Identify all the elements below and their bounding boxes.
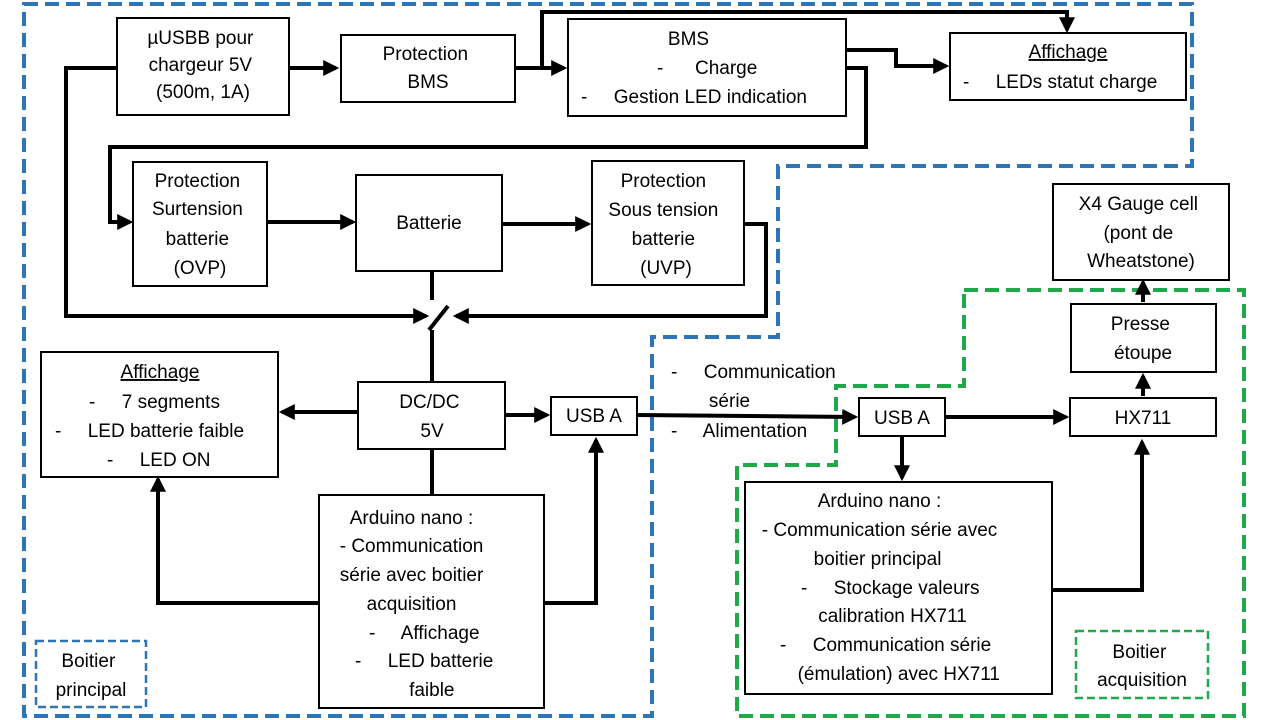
gauge-box: X4 Gauge cell (pont de Wheatstone) bbox=[1052, 183, 1230, 281]
boitier-acquisition-label-box: Boitier acquisition bbox=[1074, 629, 1210, 700]
affichage-top-box: Affichage - LEDs statut charge bbox=[0, 0, 1187, 101]
presse-box: Presse étoupe bbox=[1070, 303, 1217, 373]
usb-charger-box: µUSBB pour chargeur 5V (500m, 1A) bbox=[116, 17, 290, 116]
protection-bms-label: Protection BMS bbox=[383, 44, 474, 93]
arduino-right-label: Arduino nano : - Communication série ave… bbox=[762, 491, 1000, 685]
usb-charger-label: µUSBB pour chargeur 5V (500m, 1A) bbox=[147, 28, 258, 103]
connections bbox=[64, 10, 1151, 605]
usb-a-right-box: USB A bbox=[858, 397, 946, 437]
arduino-right-box: Arduino nano : - Communication série ave… bbox=[744, 481, 1053, 695]
boitier-principal-label-box: Boitier principal bbox=[34, 639, 148, 709]
batterie-label: Batterie bbox=[396, 213, 461, 234]
hx711-box: HX711 bbox=[1069, 397, 1217, 437]
gauge-label: X4 Gauge cell (pont de Wheatstone) bbox=[1079, 194, 1204, 272]
arduino-left-box: Arduino nano : - Communication série ave… bbox=[0, 0, 545, 709]
dcdc-box: DC/DC 5V bbox=[357, 381, 506, 450]
affichage-left-lines: - 7 segments - LED batterie faible - LED… bbox=[0, 0, 281, 471]
affichage-top-title: Affichage bbox=[1029, 42, 1108, 63]
link-label-text: - Communication série - Alimentation bbox=[0, 0, 873, 442]
usb-a-left-label: USB A bbox=[566, 406, 622, 427]
affichage-left-box: Affichage - 7 segments - LED batterie fa… bbox=[0, 0, 281, 478]
bms-box: BMS - Charge - Gestion LED indication bbox=[0, 0, 847, 117]
boitier-principal-label: Boitier principal bbox=[56, 651, 127, 701]
affichage-top-lines: - LEDs statut charge bbox=[0, 0, 1184, 93]
protection-bms-box: Protection BMS bbox=[340, 34, 516, 103]
link-label: - Communication série - Alimentation bbox=[0, 0, 873, 442]
arduino-left-label: Arduino nano : - Communication série ave… bbox=[0, 0, 530, 701]
usb-a-right-label: USB A bbox=[874, 408, 930, 429]
boitier-acquisition-outline bbox=[735, 288, 1246, 718]
bms-label: BMS - Charge - Gestion LED indication bbox=[0, 0, 833, 108]
usb-a-left-box: USB A bbox=[550, 396, 638, 436]
boitier-principal-outline bbox=[22, 2, 1194, 718]
presse-label: Presse étoupe bbox=[1111, 314, 1175, 364]
dcdc-label: DC/DC 5V bbox=[399, 392, 464, 442]
ovp-box: Protection Surtension batterie (OVP) bbox=[132, 161, 268, 287]
affichage-left-title: Affichage bbox=[121, 362, 200, 383]
uvp-box: Protection Sous tension batterie (UVP) bbox=[591, 160, 745, 286]
batterie-box: Batterie bbox=[355, 174, 503, 272]
uvp-label: Protection Sous tension batterie (UVP) bbox=[608, 171, 723, 279]
hx711-label: HX711 bbox=[1115, 408, 1172, 429]
boitier-acquisition-label: Boitier acquisition bbox=[1097, 642, 1187, 691]
ovp-label: Protection Surtension batterie (OVP) bbox=[152, 171, 248, 279]
